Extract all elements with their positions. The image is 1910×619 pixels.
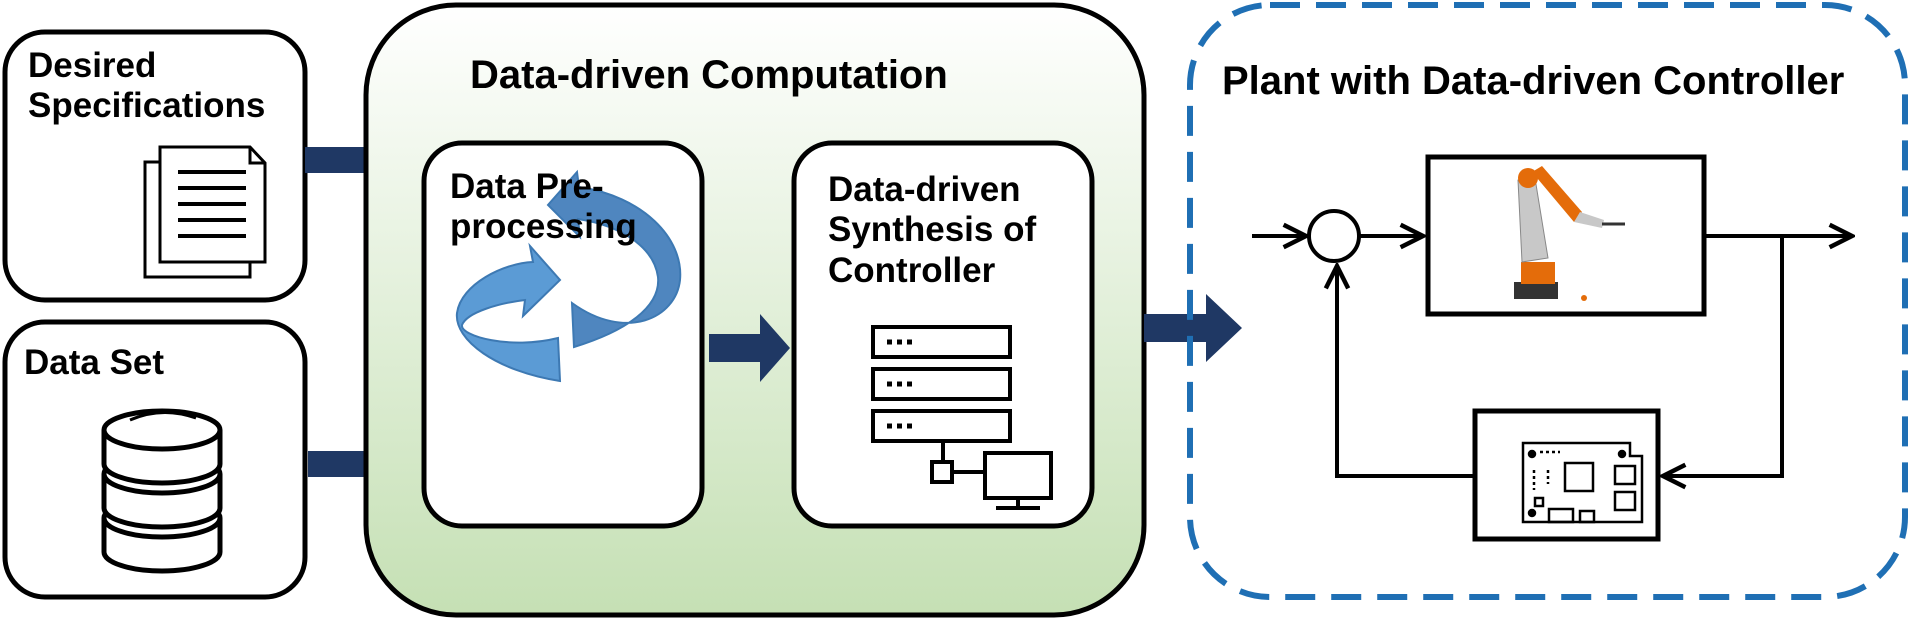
- plant-box: [1425, 154, 1707, 317]
- computation-title: Data-driven Computation: [470, 53, 948, 97]
- database-icon: [101, 408, 223, 574]
- monitor-icon: [983, 451, 1053, 510]
- feedback-loop: [1252, 209, 1852, 476]
- server-icon: [871, 325, 1012, 484]
- computation-to-plant-arrow: [1144, 294, 1242, 362]
- preprocessing-label: Data Pre-processing: [450, 167, 637, 247]
- plant-title: Plant with Data-driven Controller: [1222, 59, 1845, 103]
- document-icon: [143, 145, 267, 279]
- controller-box: [1472, 408, 1661, 542]
- dataset-label: Data Set: [24, 343, 165, 382]
- circuit-board-icon: [1521, 441, 1644, 524]
- cycle-icon: [455, 169, 682, 383]
- plant-region: [1187, 2, 1908, 600]
- specifications-label: Desired Specifications: [28, 46, 266, 126]
- robot-arm-icon: [1514, 166, 1625, 301]
- synthesis-label: Data-driven Synthesis of Controller: [828, 170, 1037, 290]
- preprocessing-to-synthesis-arrow: [709, 314, 790, 382]
